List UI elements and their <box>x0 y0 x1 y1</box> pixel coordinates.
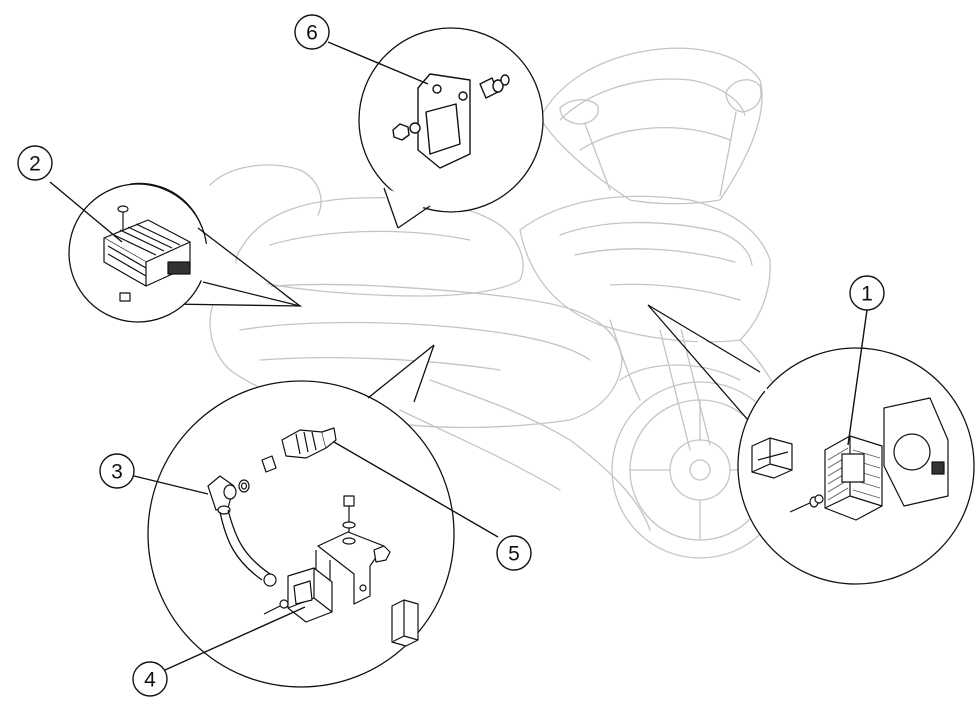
cdi-part-1 <box>751 397 949 521</box>
callout-4: 4 <box>132 661 168 697</box>
callout-1: 1 <box>849 275 885 311</box>
bracket-part-6 <box>392 73 510 169</box>
callout-1-label: 1 <box>861 283 873 306</box>
sensor-assembly-parts-3-4-5 <box>207 427 419 647</box>
callout-6: 6 <box>294 14 330 50</box>
callout-3-label: 3 <box>111 461 123 484</box>
regulator-part-2 <box>103 205 191 302</box>
callout-5-label: 5 <box>508 543 520 566</box>
callout-6-label: 6 <box>306 22 318 45</box>
callout-4-label: 4 <box>144 669 156 692</box>
callout-3: 3 <box>99 453 135 489</box>
detail-bubble-3-4-5 <box>147 344 455 688</box>
callout-5: 5 <box>496 535 532 571</box>
callout-2: 2 <box>17 145 53 181</box>
callout-2-label: 2 <box>29 153 41 176</box>
leader-lines <box>49 41 868 671</box>
